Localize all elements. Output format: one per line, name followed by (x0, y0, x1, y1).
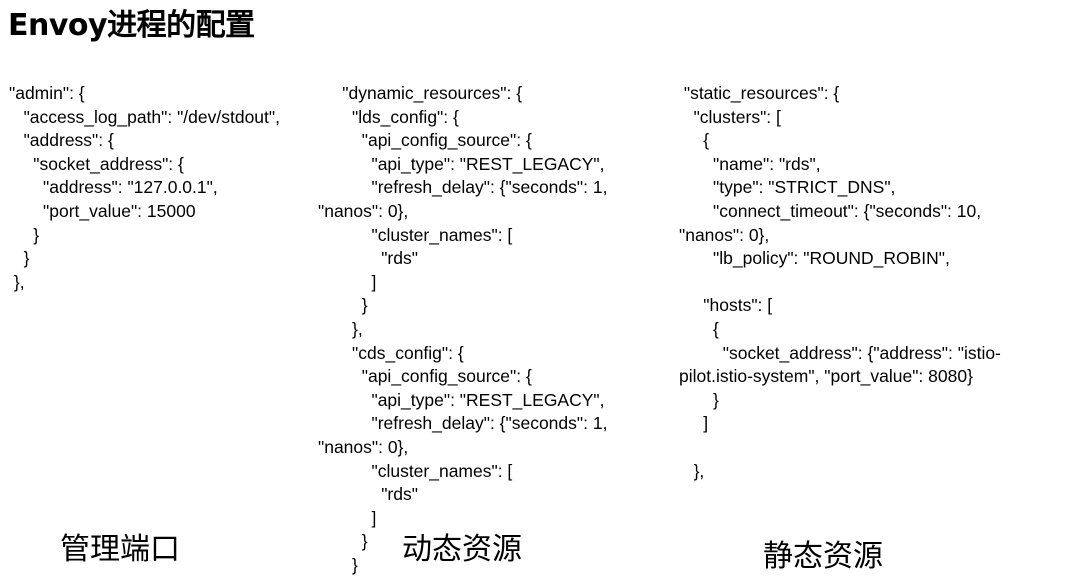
code-line: "refresh_delay": {"seconds": 1, (318, 413, 608, 434)
code-line: "refresh_delay": {"seconds": 1, (318, 177, 608, 198)
code-line: { (679, 130, 710, 151)
code-line: "name": "rds", (679, 153, 821, 174)
admin-port-caption: 管理端口 (60, 532, 180, 567)
code-line: "cds_config": { (318, 342, 464, 363)
code-line: "address": { (9, 130, 114, 151)
code-line: "lb_policy": "ROUND_ROBIN", (679, 248, 950, 269)
code-line: "hosts": [ (679, 295, 773, 316)
dynamic-resources-caption: 动态资源 (402, 532, 522, 567)
code-line: "api_type": "REST_LEGACY", (318, 389, 605, 410)
code-line: "access_log_path": "/dev/stdout", (9, 106, 280, 127)
code-line: ] (318, 271, 377, 292)
code-line: "clusters": [ (679, 106, 781, 127)
code-line (679, 436, 1001, 460)
code-line: "address": "127.0.0.1", (9, 177, 218, 198)
dynamic-resources-config-block: "dynamic_resources": { "lds_config": { "… (318, 82, 607, 577)
code-line: ] (679, 413, 709, 434)
code-line: }, (318, 318, 363, 339)
code-line: } (318, 554, 358, 575)
code-line: "cluster_names": [ (318, 460, 513, 481)
code-line: "rds" (318, 484, 418, 505)
code-line: "api_type": "REST_LEGACY", (318, 153, 605, 174)
code-line: }, (9, 271, 25, 292)
code-line: }, (679, 460, 705, 481)
code-line: } (318, 295, 368, 316)
code-line: "api_config_source": { (318, 366, 532, 387)
code-line: "api_config_source": { (318, 130, 532, 151)
code-line: pilot.istio-system", "port_value": 8080} (679, 366, 973, 387)
code-line: } (679, 389, 719, 410)
code-line: "dynamic_resources": { (318, 83, 523, 103)
code-line: "static_resources": { (679, 83, 840, 103)
code-line: } (318, 531, 368, 552)
code-line: "connect_timeout": {"seconds": 10, (679, 200, 982, 221)
code-line: "cluster_names": [ (318, 224, 513, 245)
code-line: "nanos": 0}, (318, 200, 409, 221)
static-resources-config-block: "static_resources": { "clusters": [ { "n… (679, 82, 1001, 483)
slide-title: Envoy进程的配置 (8, 8, 255, 43)
code-line: "admin": { (9, 83, 85, 103)
code-line: "nanos": 0}, (318, 436, 409, 457)
code-line: ] (318, 507, 377, 528)
code-line: } (9, 224, 40, 245)
static-resources-caption: 静态资源 (763, 539, 883, 574)
code-line: } (9, 248, 30, 269)
admin-config-block: "admin": { "access_log_path": "/dev/stdo… (9, 82, 280, 294)
code-line: "nanos": 0}, (679, 224, 770, 245)
code-line (679, 271, 1001, 295)
code-line: "rds" (318, 248, 418, 269)
code-line: "socket_address": { (9, 153, 184, 174)
code-line: "lds_config": { (318, 106, 459, 127)
code-line: { (679, 318, 719, 339)
code-line: "socket_address": {"address": "istio- (679, 342, 1001, 363)
code-line: "type": "STRICT_DNS", (679, 177, 896, 198)
code-line: "port_value": 15000 (9, 200, 196, 221)
